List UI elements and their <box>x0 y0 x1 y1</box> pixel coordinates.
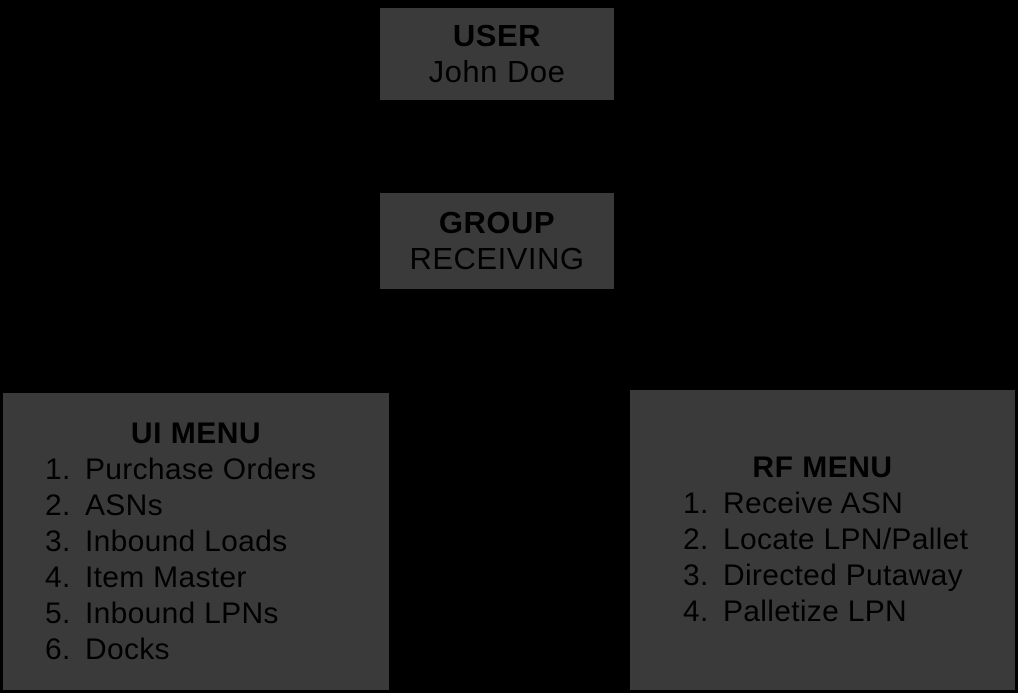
rf-menu-item-palletize-lpn: 4. Palletize LPN <box>630 594 1015 630</box>
item-label: Inbound Loads <box>85 524 288 558</box>
group-box-value: RECEIVING <box>409 241 585 276</box>
user-box-value: John Doe <box>428 54 566 89</box>
rf-menu-item-directed-putaway: 3. Directed Putaway <box>630 558 1015 594</box>
ui-menu-title: UI MENU <box>130 416 262 450</box>
ui-menu-box: UI MENU 1. Purchase Orders 2. ASNs 3. In… <box>0 390 392 693</box>
ui-menu-item-asns: 2. ASNs <box>3 488 389 524</box>
ui-menu-item-inbound-loads: 3. Inbound Loads <box>3 524 389 560</box>
rf-menu-title: RF MENU <box>752 451 893 484</box>
item-number: 6. <box>45 632 71 666</box>
item-label: ASNs <box>85 488 163 522</box>
group-box: GROUP RECEIVING <box>377 190 617 292</box>
ui-menu-item-item-master: 4. Item Master <box>3 560 389 596</box>
item-label: Item Master <box>85 560 247 594</box>
item-number: 2. <box>683 523 709 556</box>
item-label: Inbound LPNs <box>85 596 279 630</box>
user-box-title: USER <box>452 18 542 53</box>
item-label: Directed Putaway <box>723 559 963 592</box>
group-box-title: GROUP <box>438 205 556 240</box>
item-label: Locate LPN/Pallet <box>723 523 969 556</box>
item-number: 5. <box>45 596 71 630</box>
item-label: Purchase Orders <box>85 452 317 486</box>
rf-menu-item-receive-asn: 1. Receive ASN <box>630 486 1015 522</box>
item-label: Palletize LPN <box>723 595 907 628</box>
item-number: 3. <box>683 559 709 592</box>
rf-menu-box: RF MENU 1. Receive ASN 2. Locate LPN/Pal… <box>627 387 1018 693</box>
ui-menu-item-purchase-orders: 1. Purchase Orders <box>3 452 389 488</box>
item-number: 1. <box>683 487 709 520</box>
item-number: 1. <box>45 452 71 486</box>
ui-menu-item-docks: 6. Docks <box>3 632 389 668</box>
item-label: Docks <box>85 632 170 666</box>
ui-menu-item-inbound-lpns: 5. Inbound LPNs <box>3 596 389 632</box>
user-box: USER John Doe <box>377 5 617 103</box>
item-label: Receive ASN <box>723 487 904 520</box>
item-number: 2. <box>45 488 71 522</box>
rf-menu-item-locate-lpn-pallet: 2. Locate LPN/Pallet <box>630 522 1015 558</box>
item-number: 3. <box>45 524 71 558</box>
item-number: 4. <box>683 595 709 628</box>
item-number: 4. <box>45 560 71 594</box>
